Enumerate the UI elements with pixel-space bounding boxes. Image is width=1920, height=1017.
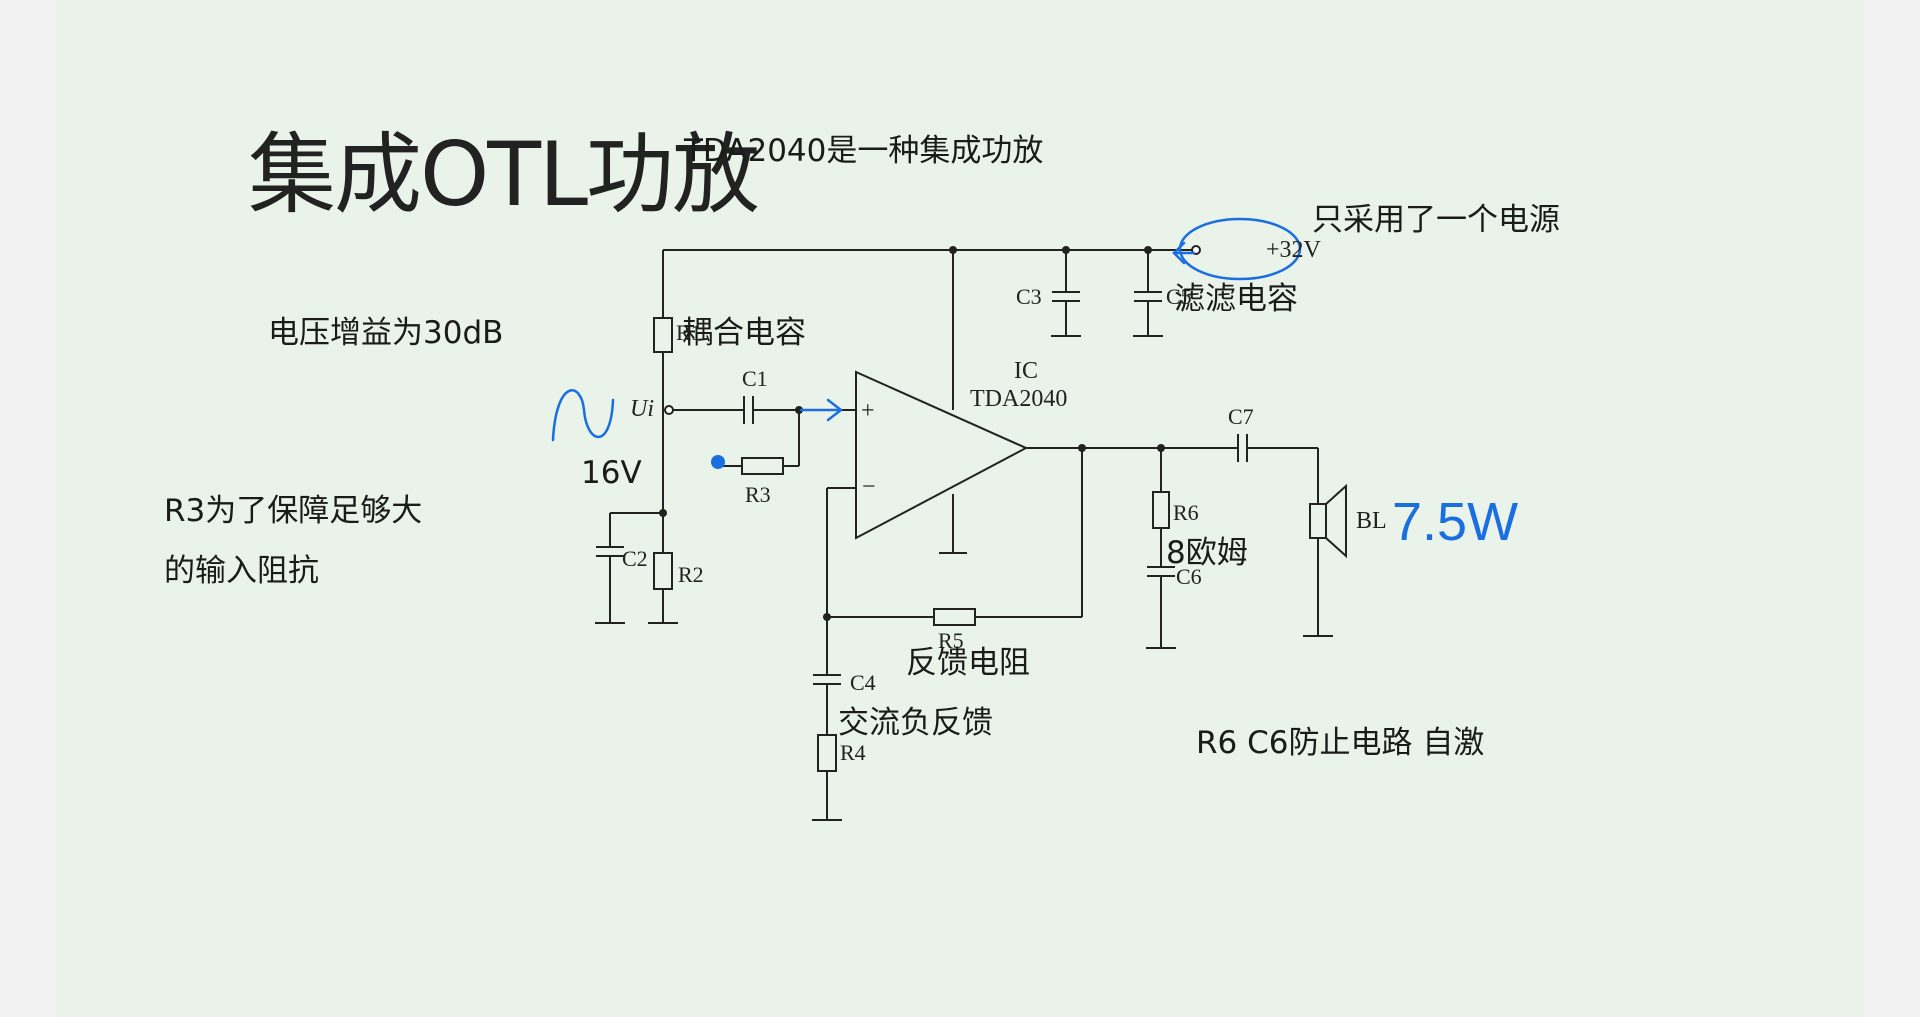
ic-triangle [855, 370, 1029, 540]
ic-model-label: TDA2040 [970, 386, 1067, 412]
bias-point-mark [711, 455, 725, 469]
c5-label: C5 [1166, 284, 1192, 309]
r3-resistor [741, 457, 784, 475]
input-label: Ui [630, 396, 654, 422]
r2-resistor [653, 552, 673, 590]
amplifier-schematic: +32V IC TDA2040 Ui BL + − R1 R2 R3 R4 R5… [551, 217, 1518, 821]
input-arrow-mark [799, 398, 844, 422]
slide-title: 集成OTL功放 [248, 123, 760, 226]
note-filter-caps: 滤滤电容 [1174, 281, 1298, 317]
input-terminal [664, 405, 674, 415]
ic-name-label: IC [1014, 358, 1038, 384]
note-anti-oscillation: R6 C6防止电路 自激 [1196, 725, 1485, 761]
c1-label: C1 [742, 366, 768, 391]
r4-resistor [817, 734, 837, 772]
minus-input-label: − [862, 474, 876, 500]
supply-arrow-mark [1172, 241, 1196, 265]
r2-label: R2 [678, 562, 704, 587]
note-ac-feedback: 交流负反馈 [838, 705, 993, 741]
slide: +32V IC TDA2040 Ui BL + − R1 R2 R3 R4 R5… [56, 0, 1864, 1017]
r6-label: R6 [1173, 500, 1199, 525]
c7-label: C7 [1228, 404, 1254, 429]
r3-label: R3 [745, 482, 771, 507]
note-bias-voltage: 16V [581, 455, 642, 491]
plus-input-label: + [861, 398, 875, 424]
note-gain: 电压增益为30dB [268, 315, 504, 351]
sine-wave-mark [551, 389, 615, 442]
c6-label: C6 [1176, 564, 1202, 589]
speaker-body [1309, 503, 1327, 539]
r5-resistor [933, 608, 976, 626]
speaker-label: BL [1356, 508, 1387, 534]
r5-label: R5 [938, 628, 964, 653]
power-rating-mark: 7.5W [1392, 492, 1518, 552]
c3-label: C3 [1016, 284, 1042, 309]
note-r3-line2: 的输入阻抗 [164, 553, 319, 589]
c2-label: C2 [622, 546, 648, 571]
note-feedback-resistor: 反馈电阻 [906, 645, 1030, 681]
note-speaker-impedance: 8欧姆 [1166, 535, 1248, 571]
r6-resistor [1152, 491, 1170, 529]
r4-label: R4 [840, 740, 866, 765]
r1-resistor [653, 317, 673, 353]
note-coupling-cap: 耦合电容 [682, 315, 806, 351]
supply-circle-mark [1178, 217, 1302, 281]
supply-label: +32V [1266, 237, 1322, 263]
speaker-cone [1325, 483, 1347, 559]
r1-label: R1 [676, 320, 702, 345]
subtitle: TDA2040是一种集成功放 [684, 133, 1044, 169]
note-single-supply: 只采用了一个电源 [1312, 202, 1560, 238]
c4-label: C4 [850, 670, 876, 695]
note-r3-line1: R3为了保障足够大 [164, 493, 423, 529]
